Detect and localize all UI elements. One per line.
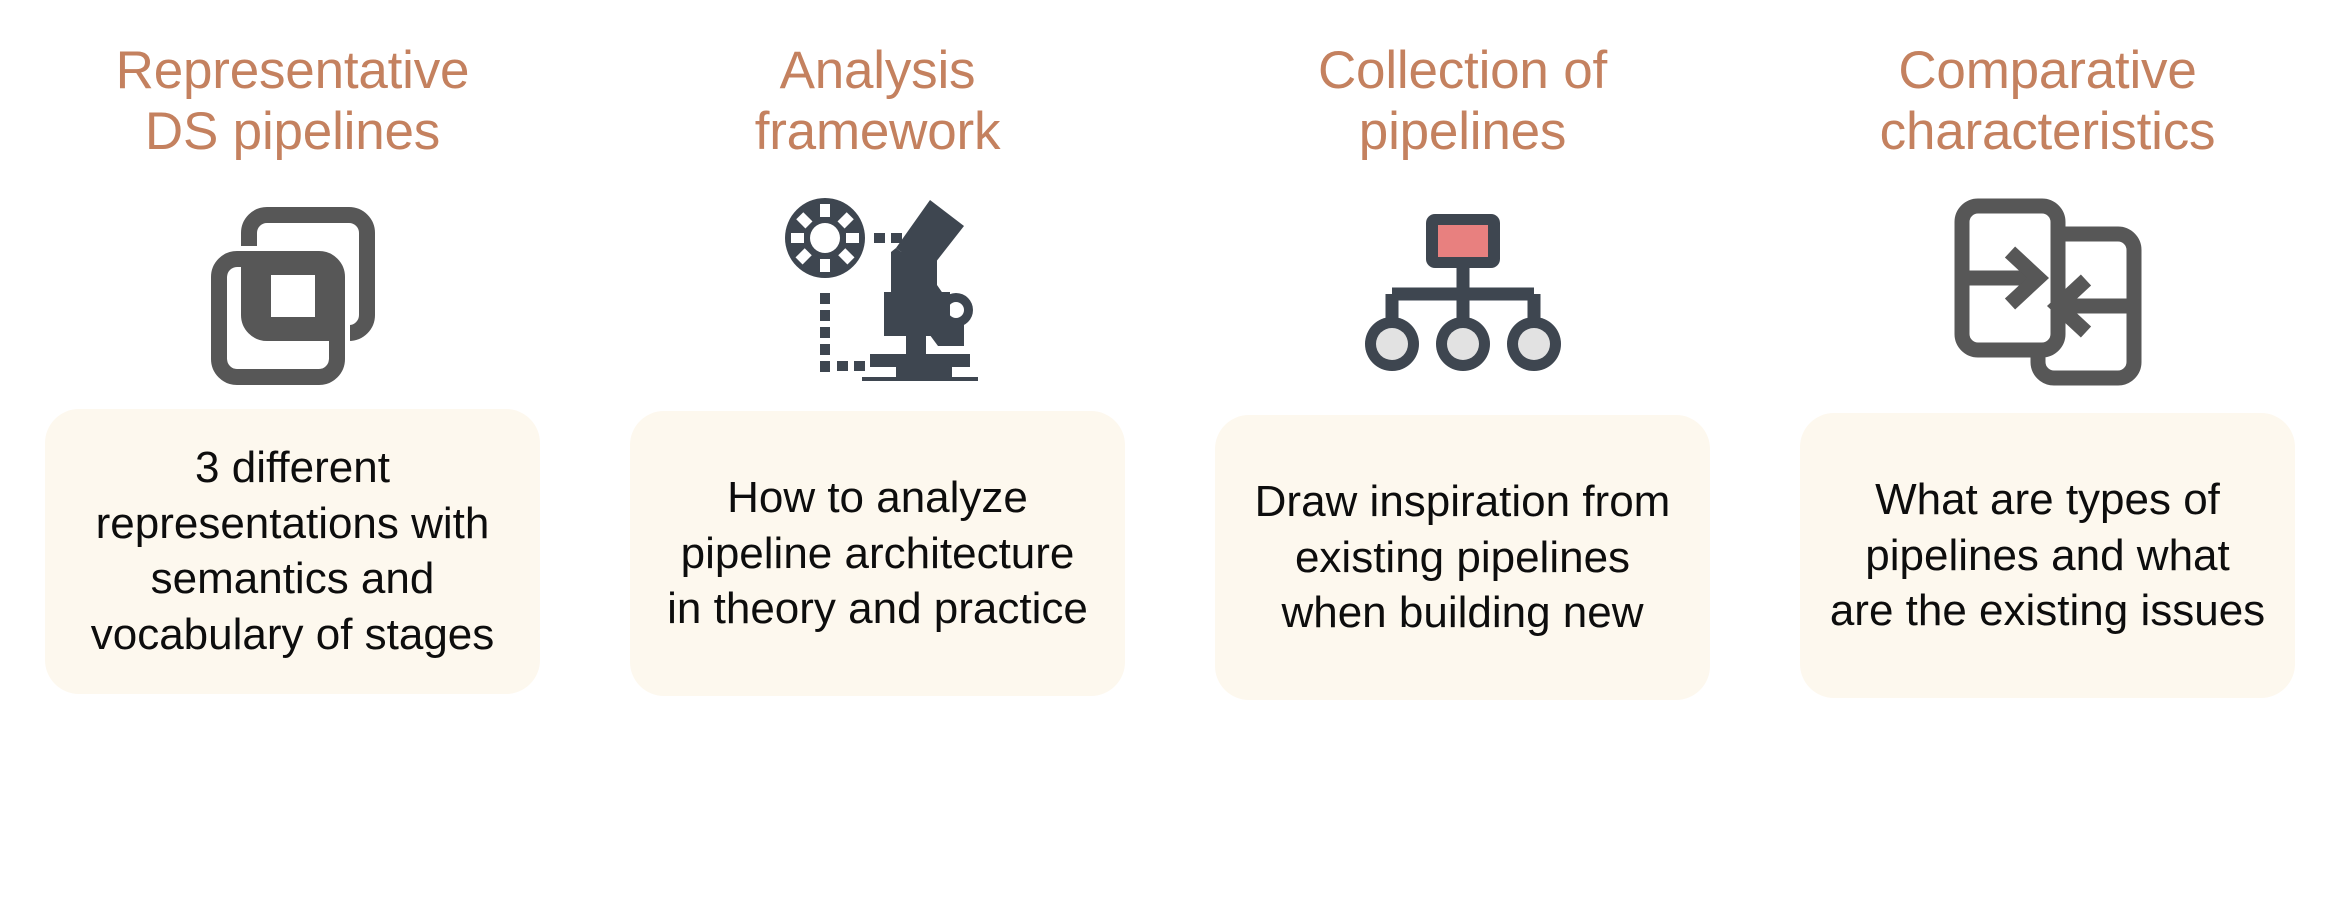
column-analysis-framework: Analysis framework — [585, 0, 1170, 906]
caption-card: Draw inspiration from existing pipelines… — [1215, 414, 1710, 700]
hierarchy-tree-icon — [1333, 193, 1593, 393]
microscope-analysis-icon — [748, 189, 1008, 389]
overlapping-squares-icon — [163, 197, 423, 397]
column-heading: Representative DS pipelines — [115, 41, 470, 162]
caption-text: Draw inspiration from existing pipelines… — [1254, 476, 1671, 638]
caption-text: How to analyze pipeline architecture in … — [667, 472, 1088, 634]
column-comparative-characteristics: Comparative characteristics — [1755, 0, 2340, 906]
caption-text: What are types of pipelines and what are… — [1829, 474, 2266, 636]
column-heading: Analysis framework — [754, 41, 1001, 162]
column-collection-of-pipelines: Collection of pipelines — [1170, 0, 1755, 906]
caption-card: What are types of pipelines and what are… — [1800, 412, 2295, 698]
compare-arrows-icon — [1918, 191, 2178, 391]
caption-card: How to analyze pipeline architecture in … — [630, 410, 1125, 696]
caption-text: 3 different representations with semanti… — [90, 442, 495, 660]
column-representative-ds-pipelines: Representative DS pipelines — [0, 0, 585, 906]
column-heading: Collection of pipelines — [1317, 41, 1608, 162]
column-heading: Comparative characteristics — [1879, 41, 2216, 162]
caption-card: 3 different representations with semanti… — [45, 408, 540, 694]
